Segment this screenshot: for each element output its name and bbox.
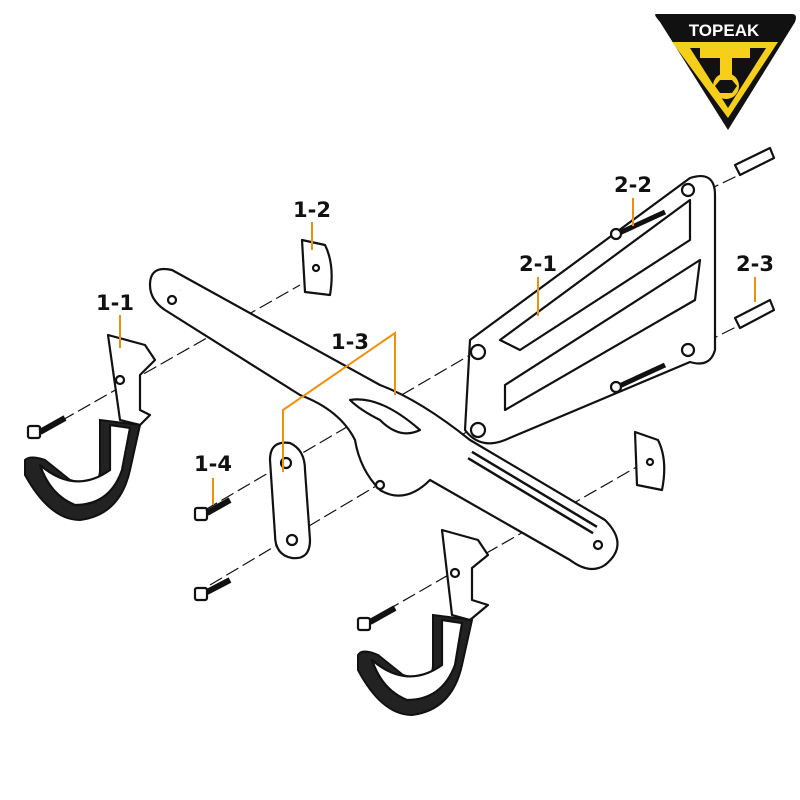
label-2-3: 2-3 (736, 252, 774, 276)
label-2-2: 2-2 (614, 173, 652, 197)
wall-bracket-2-1 (463, 174, 717, 445)
logo-text: TOPEAK (689, 21, 760, 40)
hook-1-1 (24, 333, 157, 522)
screw (609, 362, 667, 394)
wall-anchor (733, 146, 776, 177)
hook-1-1-lower (357, 528, 490, 717)
spacer-1-2 (300, 238, 666, 492)
topeak-logo: TOPEAK (655, 14, 796, 130)
main-plate-1-3 (148, 267, 619, 571)
bolt (193, 577, 232, 602)
bolt (26, 415, 67, 440)
screw (609, 209, 667, 241)
wall-anchor (733, 298, 776, 330)
label-1-1: 1-1 (96, 291, 134, 315)
bolt (356, 605, 397, 632)
label-2-1: 2-1 (519, 252, 557, 276)
leader-lines (119, 198, 756, 505)
bolts (26, 146, 776, 632)
bolt (193, 497, 232, 522)
label-1-2: 1-2 (293, 198, 331, 222)
link-plate (268, 441, 312, 560)
label-1-3: 1-3 (331, 330, 369, 354)
label-1-4: 1-4 (194, 452, 232, 476)
